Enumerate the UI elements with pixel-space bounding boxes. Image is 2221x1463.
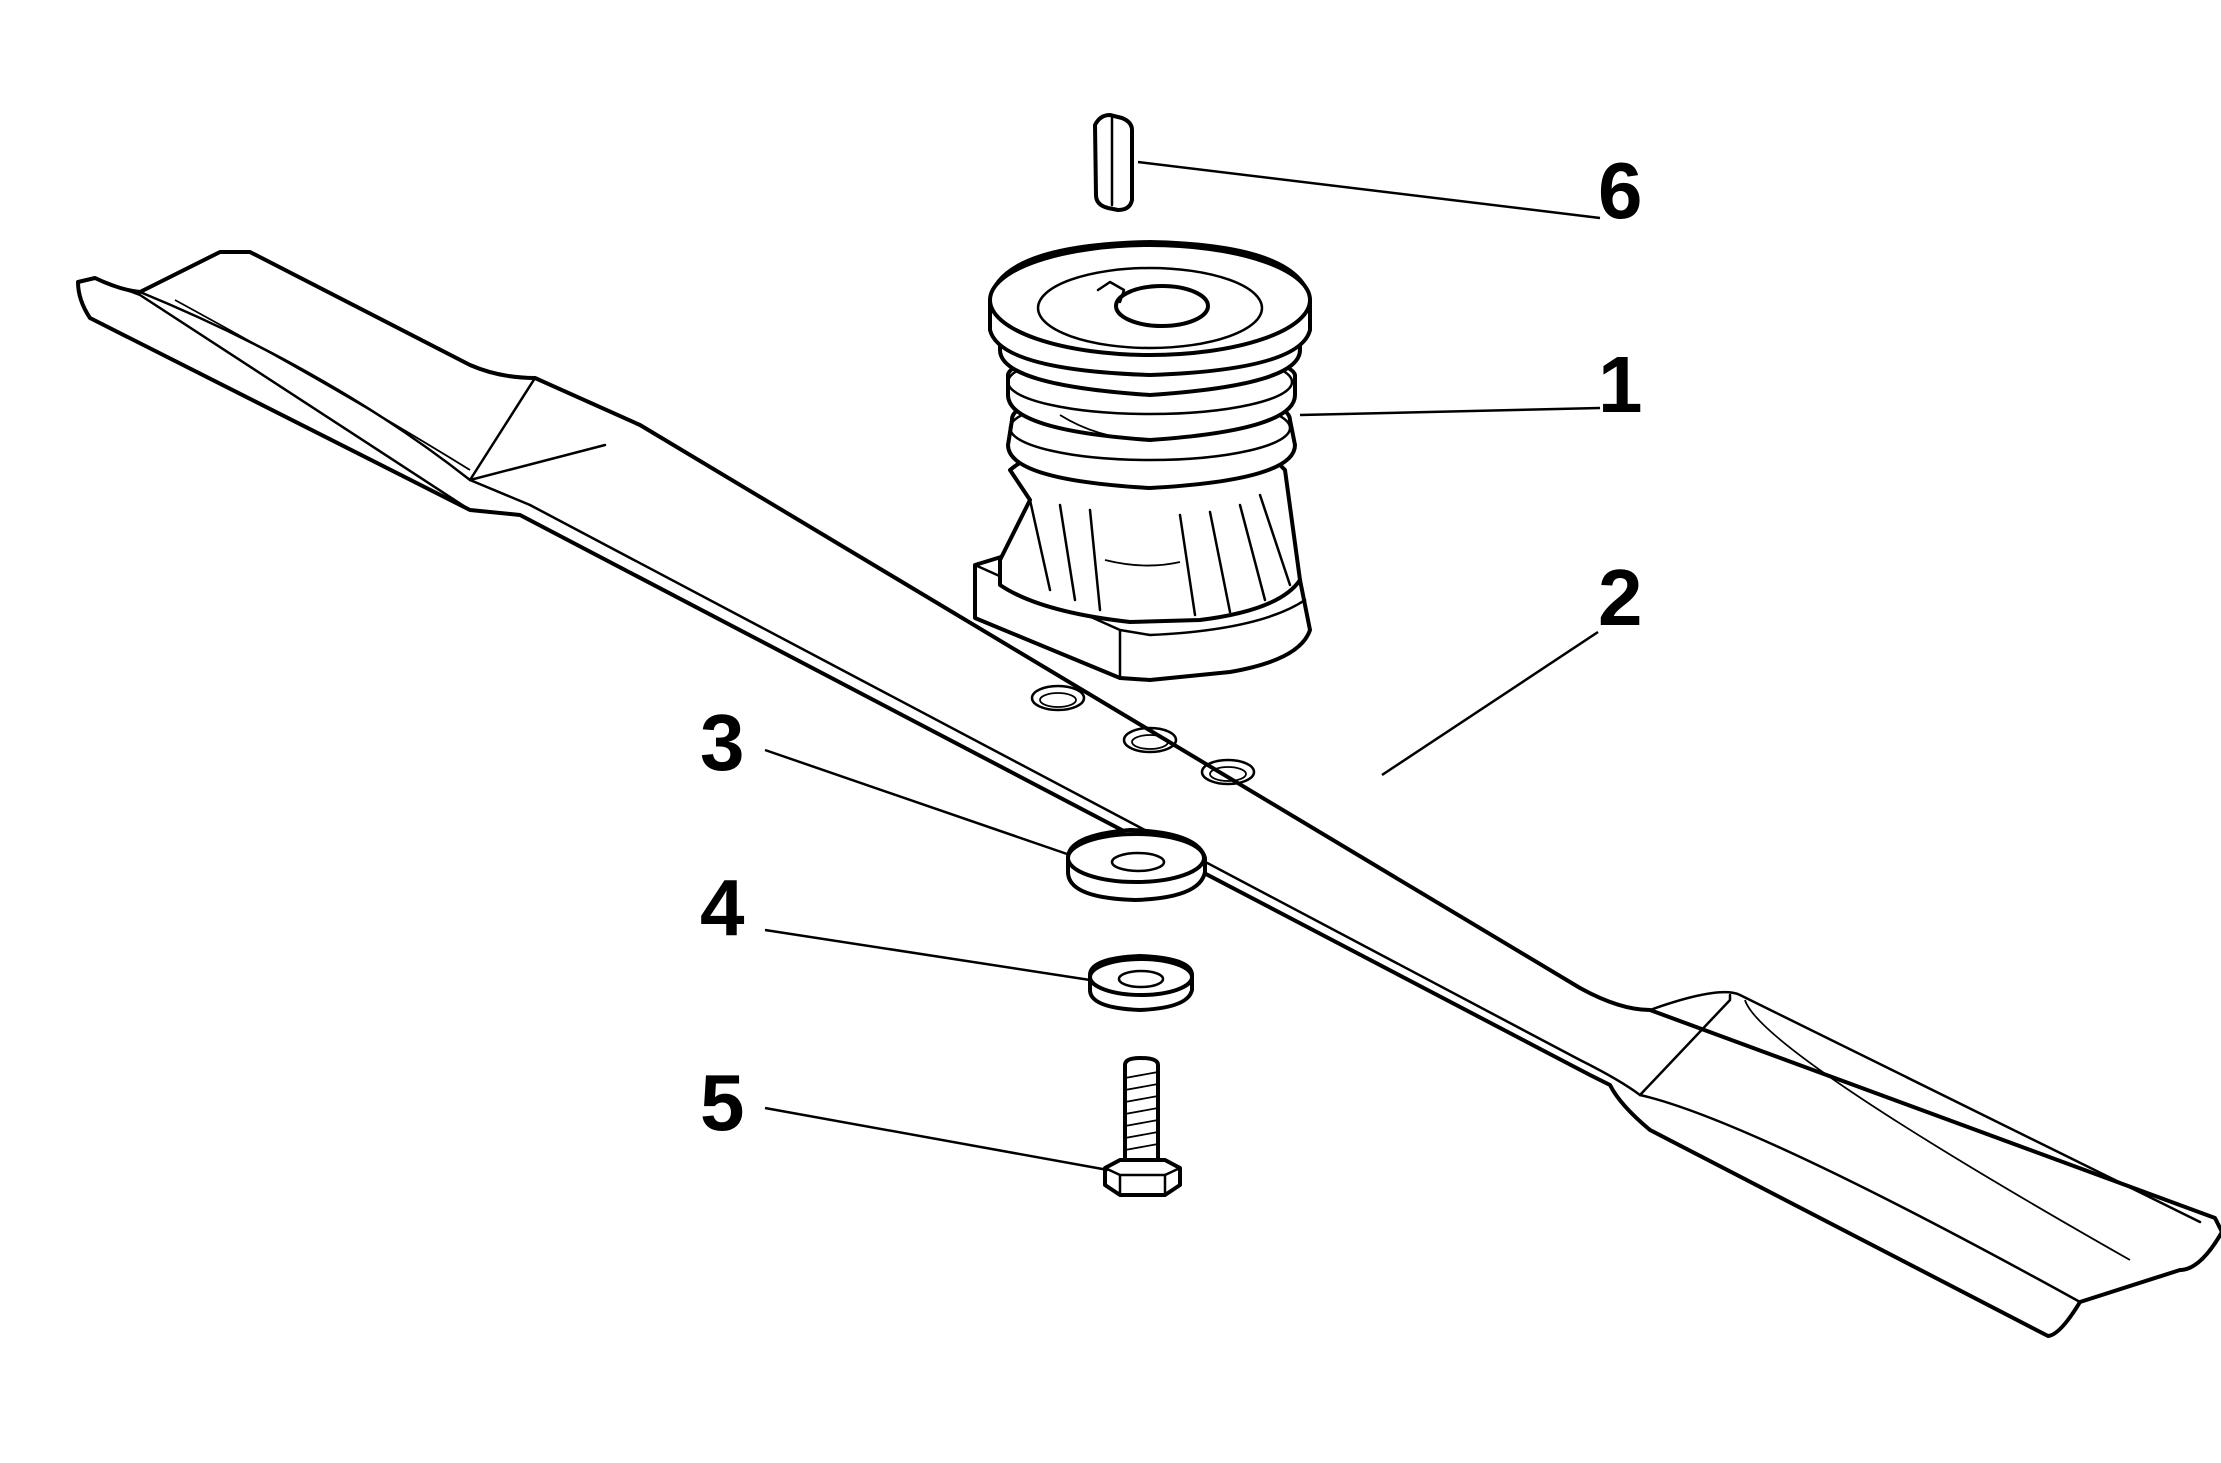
blade <box>76 250 2221 1338</box>
blade-mounting-holes <box>1030 684 1256 786</box>
leader-6 <box>1137 160 1601 220</box>
pulley-hub <box>973 240 1312 682</box>
leader-2 <box>1381 630 1599 777</box>
callout-1: 1 <box>1598 340 1643 429</box>
callout-4: 4 <box>700 863 745 952</box>
leader-1 <box>1299 406 1601 417</box>
bolt <box>1103 1056 1182 1197</box>
callout-labels: 6 1 2 3 4 5 <box>700 146 1643 1147</box>
key <box>1093 113 1134 212</box>
leader-3 <box>764 748 1071 857</box>
leader-5 <box>764 1106 1109 1172</box>
large-washer <box>1066 828 1207 902</box>
leader-lines <box>764 160 1601 1172</box>
callout-5: 5 <box>700 1058 745 1147</box>
callout-3: 3 <box>700 698 745 787</box>
callout-2: 2 <box>1598 553 1643 642</box>
leader-4 <box>764 928 1091 982</box>
small-washer <box>1088 954 1194 1012</box>
callout-6: 6 <box>1598 146 1643 235</box>
